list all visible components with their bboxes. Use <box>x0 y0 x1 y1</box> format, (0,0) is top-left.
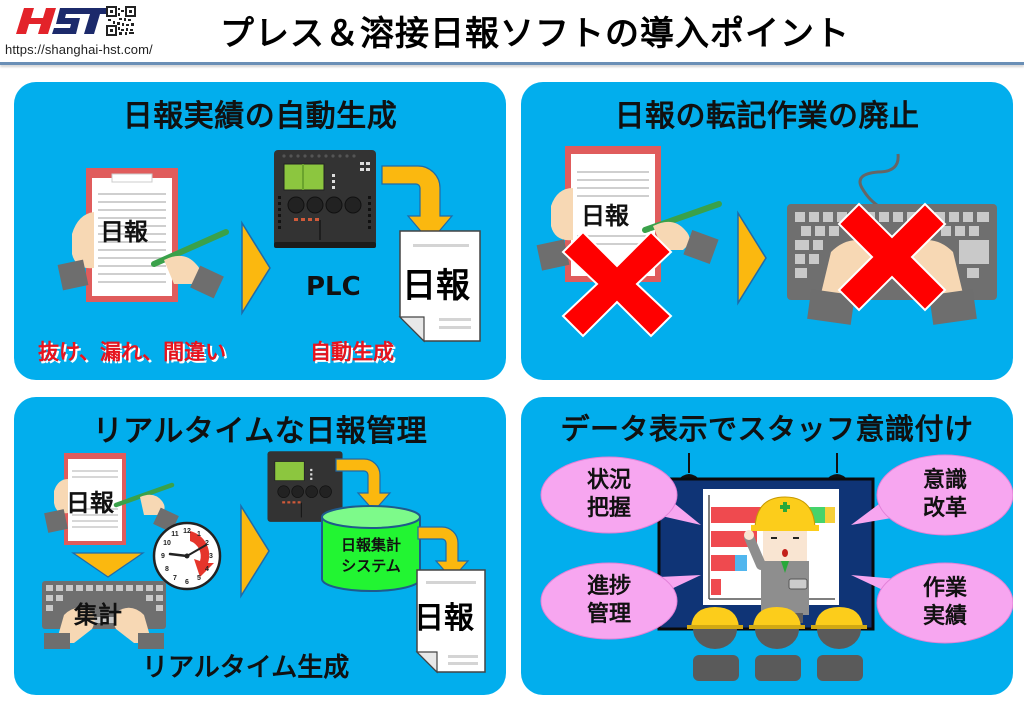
arrow-right-icon <box>241 220 271 316</box>
svg-text:6: 6 <box>185 579 189 586</box>
panel-title: 日報実績の自動生成 <box>122 99 398 134</box>
speech-bubble-bl <box>540 562 701 640</box>
caption-auto-generate: 自動生成 <box>310 340 394 364</box>
hst-logo-icon <box>16 8 110 34</box>
panel-auto-generation: 日報実績の自動生成 日報 <box>14 82 506 380</box>
keyboard-typing-icon <box>42 581 166 649</box>
svg-text:4: 4 <box>205 566 209 573</box>
arrow-right-icon <box>737 210 767 306</box>
panel-data-display: データ表示でスタッフ意識付け <box>521 397 1013 695</box>
system-label-line1: 日報集計 <box>340 536 401 554</box>
page-title: プレス＆溶接日報ソフトの導入ポイント <box>220 14 850 54</box>
speech-bubble-tr <box>851 454 1013 536</box>
qr-code-icon[interactable] <box>106 6 136 36</box>
arrow-right-icon <box>240 503 270 599</box>
clipboard-label: 日報 <box>581 202 629 230</box>
panel-title: リアルタイムな日報管理 <box>92 414 428 449</box>
speech-bubble-tl <box>540 456 701 534</box>
svg-text:12: 12 <box>183 528 191 535</box>
system-label-line2: システム <box>341 557 401 575</box>
plc-label: PLC <box>306 272 361 302</box>
svg-text:2: 2 <box>205 540 209 547</box>
clipboard-label: 日報 <box>100 218 148 246</box>
website-url[interactable]: https://shanghai-hst.com/ <box>5 42 153 57</box>
svg-text:9: 9 <box>161 553 165 560</box>
keyboard-label: 集計 <box>74 601 122 629</box>
curved-arrow-icon <box>335 458 392 512</box>
svg-text:5: 5 <box>197 575 201 582</box>
svg-text:1: 1 <box>197 531 201 538</box>
bubble-results: 作業 実績 <box>922 576 967 629</box>
speech-bubble-br <box>851 562 1013 644</box>
plc-device-icon <box>267 451 343 522</box>
svg-text:7: 7 <box>173 575 177 582</box>
arrow-down-icon <box>71 552 145 578</box>
svg-text:3: 3 <box>209 553 213 560</box>
panel-title: 日報の転記作業の廃止 <box>614 99 920 134</box>
panel-realtime-management: リアルタイムな日報管理 日報 集計 <box>14 397 506 695</box>
clipboard-writing-icon <box>44 453 179 545</box>
panel-title: データ表示でスタッフ意識付け <box>560 412 974 446</box>
curved-arrow-icon <box>417 526 470 580</box>
svg-text:10: 10 <box>163 540 171 547</box>
svg-text:11: 11 <box>171 531 179 538</box>
panel-eliminate-transcription: 日報の転記作業の廃止 日報 <box>521 82 1013 380</box>
supervisor-icon <box>744 496 819 623</box>
svg-text:8: 8 <box>165 566 169 573</box>
curved-arrow-icon <box>381 165 454 243</box>
header-divider <box>0 62 1024 65</box>
clipboard-writing-icon <box>57 168 229 302</box>
bubble-status: 状況 把握 <box>586 468 631 521</box>
red-cross-icon <box>561 230 673 338</box>
report-label: 日報 <box>414 601 474 636</box>
report-label: 日報 <box>402 266 470 306</box>
report-document-icon <box>398 230 481 343</box>
caption-realtime: リアルタイム生成 <box>142 653 350 683</box>
plc-device-icon <box>274 150 376 248</box>
bubble-awareness: 意識 改革 <box>922 468 967 521</box>
red-cross-icon <box>837 202 947 312</box>
worker-helmet-icon <box>687 607 867 681</box>
bubble-progress: 進捗 管理 <box>586 574 631 627</box>
caption-errors: 抜け、漏れ、間違い <box>38 340 227 364</box>
report-document-icon <box>415 569 486 674</box>
clipboard-label: 日報 <box>66 489 114 517</box>
system-label: 日報集計 システム <box>320 535 422 577</box>
header: https://shanghai-hst.com/ プレス＆溶接日報ソフトの導入… <box>0 0 1024 66</box>
